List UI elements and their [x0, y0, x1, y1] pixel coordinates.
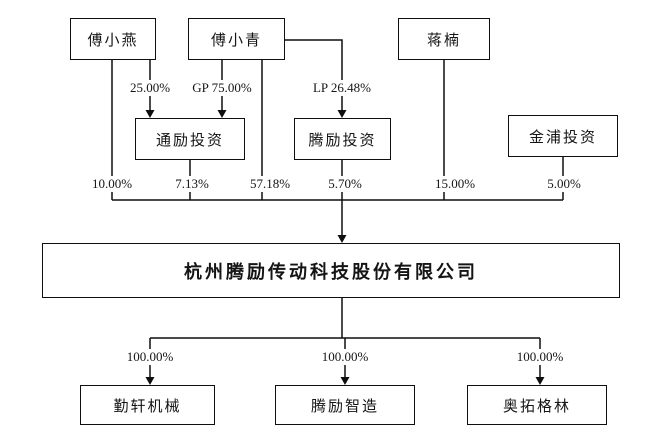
node-shareholder-fu-xiaoqing: 傅小青 — [188, 18, 285, 60]
edge-label-jiang-nan-main: 15.00% — [431, 176, 479, 192]
node-subsidiary-aotuo-gelin: 奥拓格林 — [467, 385, 607, 425]
edge-label-tongli-main: 7.13% — [172, 176, 212, 192]
node-subsidiary-tengli-zhizao: 腾励智造 — [275, 385, 415, 425]
edge-label-tengli-main: 5.70% — [325, 176, 365, 192]
edge-label-main-aotuo: 100.00% — [513, 349, 567, 365]
arrowheads — [145, 110, 545, 385]
edge-label-fu-xiaoqing-main: 57.18% — [246, 176, 294, 192]
node-main-company: 杭州腾励传动科技股份有限公司 — [42, 243, 620, 298]
edge-label-fu-xiaoyan-main: 10.00% — [88, 176, 136, 192]
node-company-tengli-invest: 腾励投资 — [294, 118, 391, 160]
node-company-tongli-invest: 通励投资 — [135, 118, 245, 160]
edge-label-main-tengli-zhizao: 100.00% — [318, 349, 372, 365]
node-company-jinpu-invest: 金浦投资 — [508, 115, 618, 157]
node-subsidiary-qinxuan: 勤轩机械 — [80, 385, 215, 425]
node-shareholder-jiang-nan: 蒋楠 — [398, 18, 490, 60]
node-shareholder-fu-xiaoyan: 傅小燕 — [70, 18, 156, 60]
edge-label-jinpu-main: 5.00% — [544, 176, 584, 192]
edge-label-main-qinxuan: 100.00% — [123, 349, 177, 365]
edge-label-lp-tengli: LP 26.48% — [309, 80, 375, 96]
edge-label-fu-xiaoyan-tongli: 25.00% — [126, 80, 174, 96]
edge-label-gp-tongli: GP 75.00% — [189, 80, 255, 96]
